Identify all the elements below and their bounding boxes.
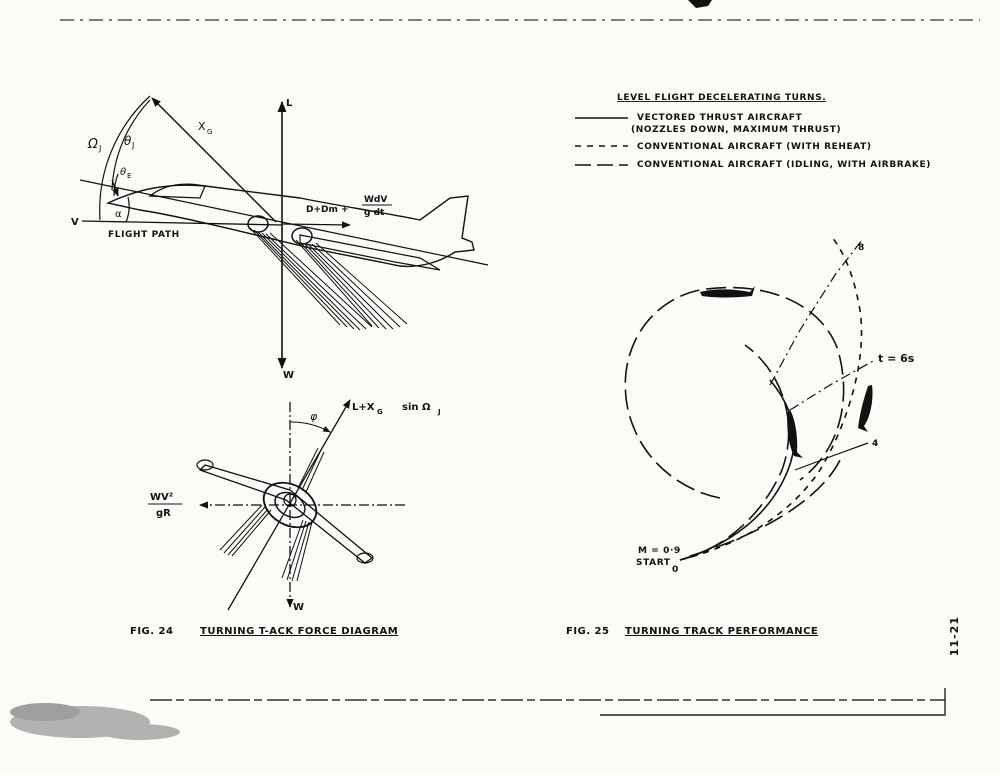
omega-arc xyxy=(99,95,151,221)
fig25-caption-number: FIG. 25 xyxy=(566,626,609,637)
thrust-vector-line xyxy=(151,97,277,223)
bottom-wing xyxy=(198,464,374,564)
svg-text:J: J xyxy=(437,408,441,416)
scan-smudge xyxy=(10,703,180,740)
weight-label-top: W xyxy=(283,370,294,381)
fig25-track-plot xyxy=(624,234,876,561)
drag-label: D+Dm + xyxy=(306,205,349,215)
omega-j-label: Ω xyxy=(87,137,98,152)
time-label-4: 4 xyxy=(872,439,878,449)
rear-jet-stream xyxy=(295,239,408,330)
lift-formula-tail: sin Ω xyxy=(402,402,431,413)
fuselage-datum xyxy=(79,179,489,266)
flight-path-label: FLIGHT PATH xyxy=(108,230,180,240)
bottom-jet-right xyxy=(281,519,313,582)
svg-text:J: J xyxy=(131,141,134,150)
velocity-label: V xyxy=(71,217,79,228)
page-number-label: 11-21 xyxy=(948,616,961,657)
theta-e-label: θ xyxy=(120,167,126,178)
bottom-jet-top xyxy=(297,447,325,493)
time-line-8 xyxy=(769,239,863,386)
bottom-jet-left xyxy=(219,504,272,557)
time-line-6 xyxy=(789,359,876,411)
start-label: START xyxy=(636,558,671,568)
svg-text:G: G xyxy=(377,408,383,416)
fig24-caption-number: FIG. 24 xyxy=(130,626,173,637)
weight-label-bottom: W xyxy=(293,602,304,613)
silhouette-right xyxy=(858,385,873,432)
legend-label-vectored: VECTORED THRUST AIRCRAFT xyxy=(637,113,803,123)
lift-formula-label: L+X xyxy=(352,402,375,413)
svg-text:E: E xyxy=(127,172,131,180)
aircraft-outline xyxy=(105,184,475,268)
silhouette-top xyxy=(700,286,755,298)
gdt-label: g dt xyxy=(364,208,385,218)
aircraft-silhouettes xyxy=(700,286,873,458)
wdv-label: WdV xyxy=(364,195,387,205)
legend-label-reheat: CONVENTIONAL AIRCRAFT (WITH REHEAT) xyxy=(637,142,872,152)
phi-label: φ xyxy=(310,410,318,423)
flight-path-line xyxy=(81,220,283,226)
xg-label: X xyxy=(198,120,206,133)
rear-nozzle xyxy=(291,227,313,245)
track-idling-continued xyxy=(689,459,841,557)
time-line-4 xyxy=(794,442,869,471)
track-reheat xyxy=(679,234,863,561)
scan-corner-bracket xyxy=(600,688,946,716)
centrifugal-numerator: WV² xyxy=(150,492,173,503)
silhouette-middle xyxy=(787,410,803,458)
lift-label: L xyxy=(286,98,293,109)
front-jet-stream xyxy=(249,227,373,331)
fig25-caption-title: TURNING TRACK PERFORMANCE xyxy=(625,626,818,637)
time-label-6: t = 6s xyxy=(878,352,915,365)
track-idling-airbrake xyxy=(624,286,845,561)
track-vectored-thrust xyxy=(679,379,796,561)
mach-label: M = 0·9 xyxy=(638,546,681,556)
wing xyxy=(299,234,441,271)
centrifugal-denominator: gR xyxy=(156,508,171,519)
alpha-label: α xyxy=(115,209,122,220)
legend-label-vectored-2: (NOZZLES DOWN, MAXIMUM THRUST) xyxy=(631,125,841,135)
svg-text:J: J xyxy=(98,144,101,153)
alpha-arc xyxy=(125,196,130,223)
fig24-top-diagram: Ω J θ J θ E X G L D+Dm + WdV g dt V α FL… xyxy=(71,95,489,381)
fig24-caption-title: TURNING T-ACK FORCE DIAGRAM xyxy=(200,626,398,637)
svg-text:G: G xyxy=(207,128,212,136)
time-label-0: 0 xyxy=(672,565,678,575)
phi-arc xyxy=(289,421,331,433)
bottom-fuselage xyxy=(262,481,318,529)
scan-blot xyxy=(688,0,712,8)
theta-j-label: θ xyxy=(124,134,132,148)
theta-j-arc xyxy=(111,99,151,191)
legend-label-idling: CONVENTIONAL AIRCRAFT (IDLING, WITH AIRB… xyxy=(637,160,931,170)
legend-title: LEVEL FLIGHT DECELERATING TURNS. xyxy=(617,93,826,103)
time-label-8: 8 xyxy=(858,243,864,253)
canopy xyxy=(148,183,206,199)
fig24-bottom-diagram: φ L+X G sin Ω J WV² gR W xyxy=(148,399,441,613)
lift-vector-bottom xyxy=(227,399,351,611)
fig25-legend: LEVEL FLIGHT DECELERATING TURNS. VECTORE… xyxy=(575,93,931,170)
